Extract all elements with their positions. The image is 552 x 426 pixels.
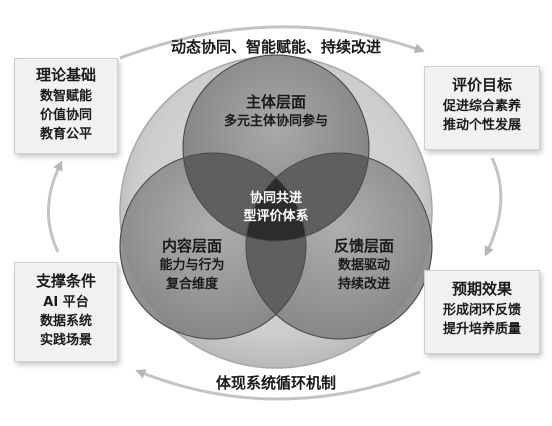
venn-center-label: 协同共进 型评价体系	[226, 190, 326, 226]
flow-arrow-left	[47, 160, 63, 253]
flow-arrow-top	[119, 25, 425, 60]
top-banner: 动态协同、智能赋能、持续改进	[170, 38, 381, 56]
box-title: 预期效果	[451, 280, 512, 298]
box-line: AI 平台	[43, 295, 89, 310]
box-line: 形成闭环反馈	[442, 303, 521, 318]
box-line: 促进综合素养	[442, 99, 521, 114]
box-line: 推动个性发展	[442, 118, 521, 133]
box-line: 价值协同	[39, 108, 92, 123]
box-theory-basis: 理论基础 数智赋能 价值协同 教育公平	[14, 58, 118, 154]
overlap-center	[246, 153, 306, 241]
venn-title: 主体层面	[245, 93, 306, 111]
venn-line: 多元主体协同参与	[223, 114, 328, 129]
center-line: 型评价体系	[243, 209, 309, 224]
box-support-conditions: 支撑条件 AI 平台 数据系统 实践场景	[14, 262, 118, 362]
venn-title: 内容层面	[161, 237, 222, 255]
box-line: 提升培养质量	[442, 322, 521, 337]
venn-label-feedback: 反馈层面 数据驱动 持续改进	[314, 236, 414, 294]
venn-line: 复合维度	[165, 277, 218, 292]
center-line: 协同共进	[249, 191, 302, 206]
venn-line: 数据驱动	[337, 258, 390, 273]
venn-title: 反馈层面	[333, 237, 394, 255]
venn-line: 持续改进	[337, 277, 390, 292]
box-line: 数智赋能	[39, 89, 92, 104]
box-line: 教育公平	[39, 127, 92, 142]
box-evaluation-goals: 评价目标 促进综合素养 推动个性发展	[424, 66, 540, 150]
flow-arrow-right	[484, 157, 503, 257]
bottom-banner: 体现系统循环机制	[215, 374, 336, 392]
flow-arrow-bottom	[135, 369, 421, 401]
venn-line: 能力与行为	[159, 258, 225, 273]
box-title: 理论基础	[35, 66, 96, 84]
venn-label-subject: 主体层面 多元主体协同参与	[206, 92, 346, 131]
venn-label-content: 内容层面 能力与行为 复合维度	[142, 236, 242, 294]
box-title: 评价目标	[451, 76, 512, 94]
box-line: 数据系统	[39, 314, 92, 329]
box-line: 实践场景	[39, 333, 92, 348]
box-title: 支撑条件	[35, 272, 96, 290]
box-expected-effects: 预期效果 形成闭环反馈 提升培养质量	[424, 270, 540, 354]
